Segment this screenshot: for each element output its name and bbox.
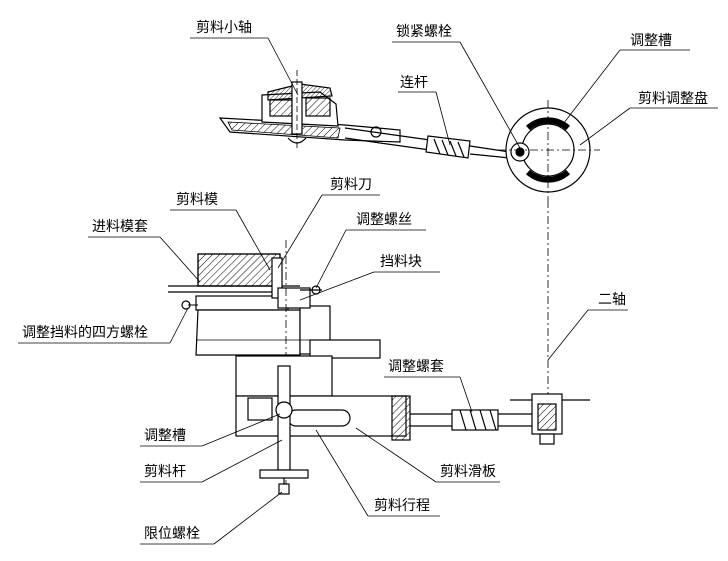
label-jian-liao-mo: 剪料模 <box>176 192 218 208</box>
label-suo-jin-luo-shuan: 锁紧螺栓 <box>396 24 452 40</box>
label-jian-liao-dao: 剪料刀 <box>330 177 372 193</box>
label-jian-liao-gan: 剪料杆 <box>144 464 186 480</box>
leader-lines <box>18 37 718 545</box>
label-jian-liao-tiao-zheng-pan: 剪料调整盘 <box>638 90 708 107</box>
label-er-zhou: 二轴 <box>598 292 626 308</box>
label-lian-gan: 连杆 <box>400 75 428 91</box>
labels: 剪料小轴 锁紧螺栓 调整槽 连杆 剪料调整盘 剪料刀 剪料模 调整螺丝 进料模套… <box>22 20 708 542</box>
label-tiao-zheng-dang-liao-bolt: 调整挡料的四方螺栓 <box>22 325 148 341</box>
label-jin-liao-mo-tao: 进料模套 <box>92 219 148 235</box>
cutter-assembly <box>168 240 381 490</box>
label-tiao-zheng-luo-tao: 调整螺套 <box>388 359 444 375</box>
lower-body <box>235 355 590 495</box>
top-arm-assembly <box>218 70 600 200</box>
label-tiao-zheng-cao-top: 调整槽 <box>630 33 672 49</box>
label-xian-wei-luo-shuan: 限位螺栓 <box>144 526 200 542</box>
label-tiao-zheng-cao-bottom: 调整槽 <box>144 428 186 444</box>
label-tiao-zheng-luo-si: 调整螺丝 <box>356 212 412 228</box>
label-dang-liao-kuai: 挡料块 <box>380 254 422 270</box>
label-jian-liao-xiao-zhou: 剪料小轴 <box>196 20 252 36</box>
label-jian-liao-xing-cheng: 剪料行程 <box>374 498 430 514</box>
label-jian-liao-hua-ban: 剪料滑板 <box>440 463 496 480</box>
